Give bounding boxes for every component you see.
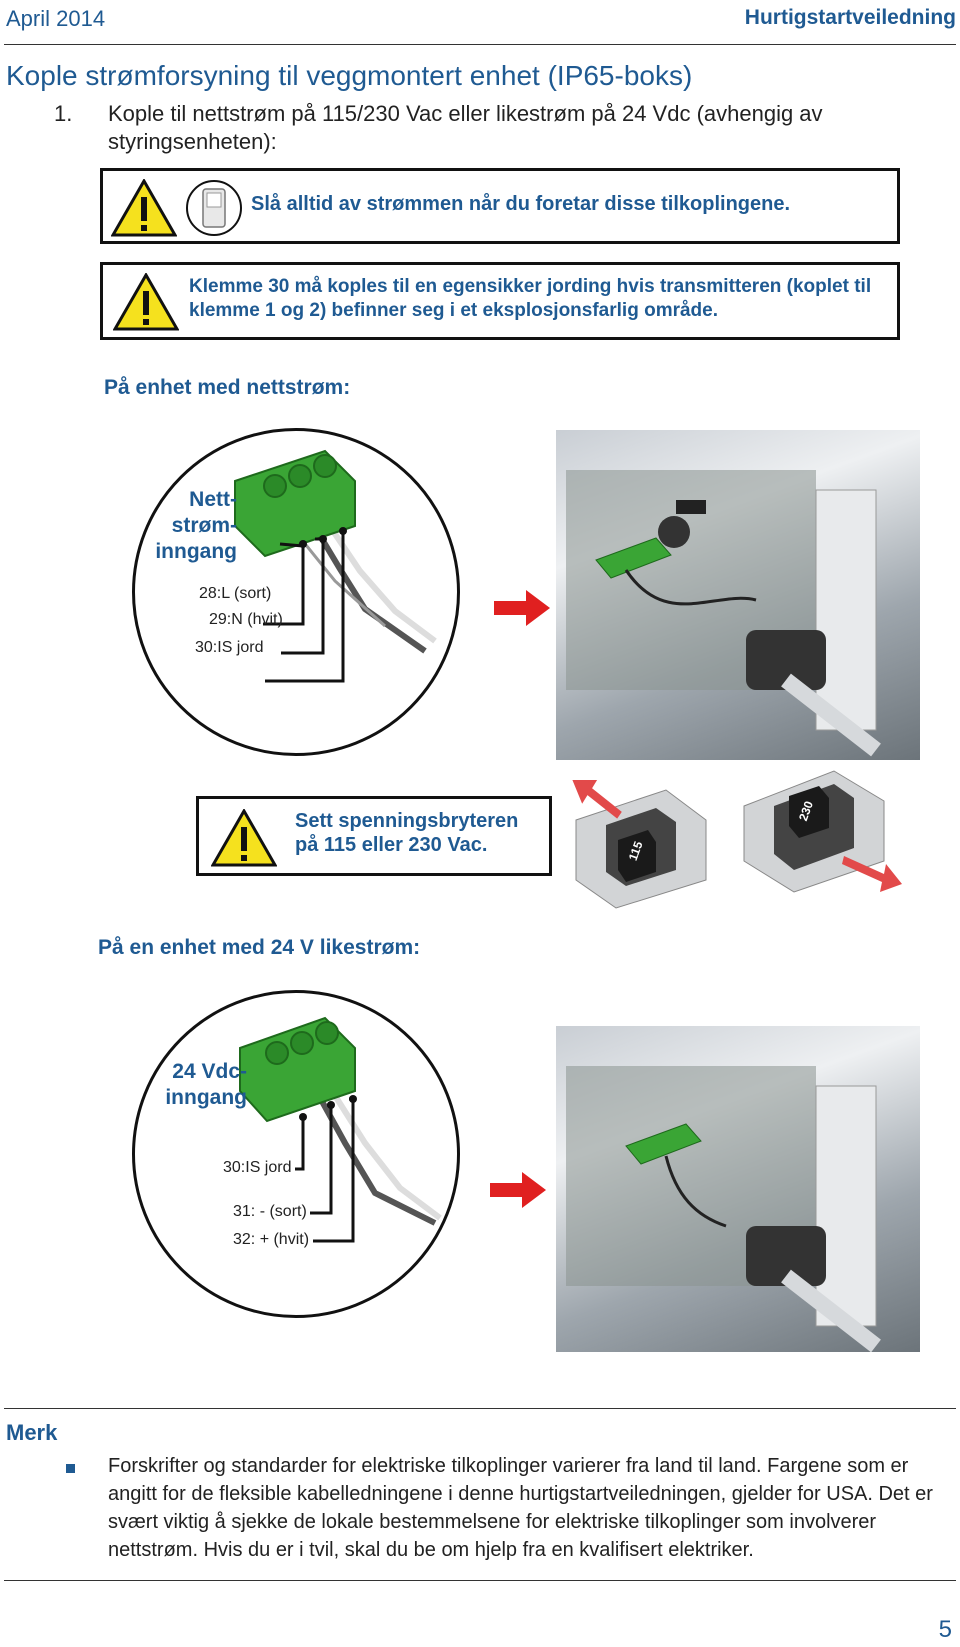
terminal-block-illustration <box>234 449 437 683</box>
page-number: 5 <box>938 1616 952 1643</box>
terminal-label-30: 30:IS jord <box>195 639 264 656</box>
warning-power-off-text: Slå alltid av strømmen når du foretar di… <box>251 193 791 215</box>
terminal-label-32: 32: + (hvit) <box>233 1231 310 1248</box>
dc-input-label-line-1: 24 Vdc- <box>172 1060 247 1083</box>
bullet-icon <box>66 1464 75 1473</box>
terminal-label-30: 30:IS jord <box>223 1159 292 1176</box>
note-text: Forskrifter og standarder for elektriske… <box>108 1455 933 1561</box>
warning-triangle-icon <box>211 809 277 867</box>
terminal-label-29: 29:N (hvit) <box>209 611 283 628</box>
note-title: Merk <box>6 1420 58 1445</box>
mains-input-label-line-1: Nett- <box>189 488 237 511</box>
dc-terminal-circle: 24 Vdc- inngang 30:IS jord 31: - (sort) … <box>132 990 460 1318</box>
mains-terminal-circle: Nett- strøm- inngang 28:L (sort) 29:N (h… <box>132 428 460 756</box>
switch-230-illustration <box>743 770 902 893</box>
warning-voltage-switch-text: Sett spenningsbryteren på 115 eller 230 … <box>295 810 519 856</box>
step-number: 1. <box>54 101 73 126</box>
arrow-right-icon <box>494 590 550 626</box>
arrow-right-icon <box>490 1172 546 1208</box>
mains-heading: På enhet med nettstrøm: <box>104 376 351 399</box>
note-divider-top <box>4 1408 956 1409</box>
warning-triangle-icon <box>111 179 177 237</box>
power-switch-icon <box>186 180 242 236</box>
terminal-block-illustration <box>239 1016 442 1243</box>
mains-input-label-line-3: inngang <box>155 540 237 563</box>
terminal-label-28: 28:L (sort) <box>199 585 272 602</box>
header-date: April 2014 <box>6 6 106 31</box>
housing-interior-illustration <box>566 1066 881 1352</box>
mains-housing-photo <box>556 430 920 760</box>
terminal-label-31: 31: - (sort) <box>233 1203 307 1220</box>
warning-box-voltage-switch: Sett spenningsbryteren på 115 eller 230 … <box>196 796 552 876</box>
mains-input-label-line-2: strøm- <box>171 514 237 537</box>
step-text: Kople til nettstrøm på 115/230 Vac eller… <box>108 101 823 154</box>
header-doc-title: Hurtigstartveiledning <box>744 6 956 29</box>
housing-interior-illustration <box>566 470 881 757</box>
note-divider-bottom <box>4 1580 956 1581</box>
mains-input-label: Nett- strøm- inngang <box>145 487 237 565</box>
section-title: Kople strømforsyning til veggmontert enh… <box>6 60 693 91</box>
step-1: 1. Kople til nettstrøm på 115/230 Vac el… <box>54 100 914 156</box>
switch-230-photo: 230 <box>734 756 904 896</box>
warning-box-grounding: Klemme 30 må koples til en egensikker jo… <box>100 262 900 340</box>
header-divider <box>4 44 956 45</box>
warning-box-power-off: Slå alltid av strømmen når du foretar di… <box>100 168 900 244</box>
switch-115-illustration <box>570 776 707 909</box>
warning-triangle-icon <box>113 273 179 331</box>
dc-input-label-line-2: inngang <box>165 1086 247 1109</box>
warning-grounding-text: Klemme 30 må koples til en egensikker jo… <box>189 276 872 321</box>
dc-heading: På en enhet med 24 V likestrøm: <box>98 936 421 959</box>
switch-115-photo: 115 <box>566 776 716 910</box>
dc-input-label: 24 Vdc- inngang <box>145 1059 247 1111</box>
dc-housing-photo <box>556 1026 920 1352</box>
